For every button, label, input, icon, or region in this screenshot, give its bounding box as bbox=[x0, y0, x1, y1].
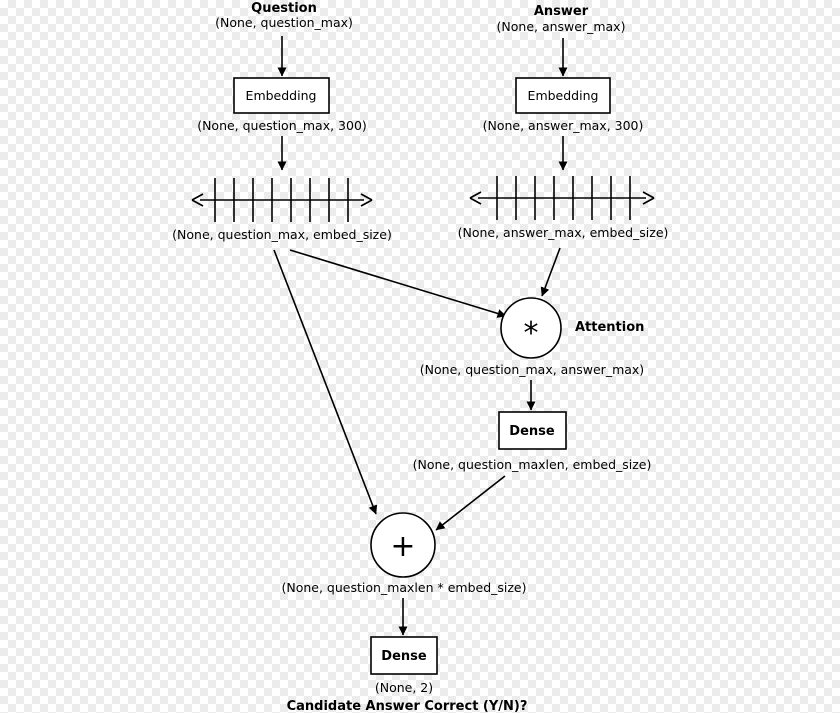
answer-input-shape: (None, answer_max) bbox=[497, 19, 626, 34]
attention-dense-label: Dense bbox=[509, 424, 555, 439]
output-dense-box bbox=[370, 636, 438, 675]
attention-multiply-node bbox=[500, 297, 562, 359]
question-sequence-icon bbox=[191, 178, 373, 222]
attention-dense-box bbox=[498, 411, 567, 450]
arrow-dense-to-merge bbox=[435, 475, 506, 531]
merge-shape: (None, question_maxlen * embed_size) bbox=[282, 580, 527, 595]
attention-label: Attention bbox=[575, 320, 644, 335]
question-sequence-shape: (None, question_max, embed_size) bbox=[172, 227, 392, 242]
arrow-question-to-merge bbox=[273, 249, 378, 515]
answer-embedding-box bbox=[515, 77, 611, 114]
output-dense-shape: (None, 2) bbox=[375, 680, 433, 695]
question-embedding-box bbox=[233, 77, 330, 114]
attention-shape: (None, question_max, answer_max) bbox=[420, 362, 644, 377]
answer-title: Answer bbox=[534, 4, 589, 19]
output-dense-label: Dense bbox=[381, 649, 427, 664]
answer-embedding-label: Embedding bbox=[528, 88, 599, 103]
answer-sequence-icon bbox=[469, 176, 655, 220]
merge-add-symbol: + bbox=[390, 529, 415, 564]
question-embedding-shape: (None, question_max, 300) bbox=[197, 118, 367, 133]
arrow-question-to-attention bbox=[289, 249, 507, 318]
arrow-answer-to-attention bbox=[540, 247, 561, 297]
attention-dense-shape: (None, question_maxlen, embed_size) bbox=[413, 457, 652, 472]
output-label: Candidate Answer Correct (Y/N)? bbox=[287, 699, 528, 713]
question-title: Question bbox=[251, 1, 317, 16]
attention-multiply-symbol: * bbox=[524, 316, 539, 351]
question-embedding-label: Embedding bbox=[246, 88, 317, 103]
answer-sequence-shape: (None, answer_max, embed_size) bbox=[458, 225, 669, 240]
question-input-shape: (None, question_max) bbox=[215, 15, 353, 30]
answer-embedding-shape: (None, answer_max, 300) bbox=[483, 118, 644, 133]
merge-add-node bbox=[370, 512, 436, 578]
